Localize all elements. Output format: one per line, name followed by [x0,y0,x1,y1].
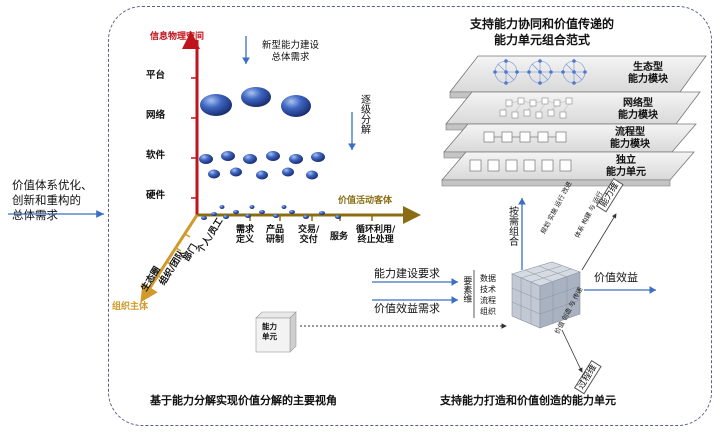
vertical-axis-title: 信息物理空间 [150,32,205,42]
paradigm-title: 支持能力协同和价值传递的 能力单元组合范式 [470,17,615,47]
sphere-cluster-software [199,151,325,180]
bottom-left-caption: 基于能力分解实现价值分解的主要视角 [150,394,337,407]
level-platform: 平台 [146,70,166,81]
activity-recycle: 循环利用/ 终止处理 [356,225,396,246]
combine-label: 按需组合 [506,206,518,246]
new-requirement-label: 新型能力建设 总体需求 [262,40,320,63]
activity-product: 产品 研制 [266,225,285,246]
capability-unit-box [255,311,297,353]
layer-process-label: 流程型 能力模块 [610,127,650,150]
value-requirement-label: 价值效益需求 [374,302,440,315]
capability-cube [511,261,581,329]
level-software: 软件 [146,150,166,161]
bottom-right-caption: 支持能力打造和价值创造的能力单元 [440,394,616,407]
diagonal-axis-line [140,214,199,303]
paradigm-layers [441,55,707,187]
layer-network-label: 网络型 能力模块 [618,98,658,121]
diagram-frame [108,6,712,426]
elements-dim-label: 要素维 [461,276,472,303]
activity-trade: 交易/ 交付 [298,225,320,246]
level-hardware: 硬件 [146,190,166,201]
sphere-cluster-hardware [201,205,341,220]
unit-label: 能力 单元 [262,322,277,341]
level-network: 网络 [146,110,166,121]
left-title: 价值体系优化、 创新和重构的 总体需求 [12,178,93,222]
diagonal-axis-title: 组织主体 [112,302,149,312]
value-benefit-label: 价值效益 [594,271,638,284]
activity-service: 服务 [330,232,349,242]
horizontal-axis-title: 价值活动客体 [338,196,393,206]
layer-independent-label: 独立 能力单元 [606,155,646,178]
activity-demand: 需求 定义 [236,225,255,246]
layer-ecosystem-label: 生态型 能力模块 [628,62,668,85]
elements-list: 数据 技术 流程 组织 [480,274,496,316]
build-requirement-label: 能力建设要求 [374,267,440,280]
decompose-label: 逐级分解 [358,94,370,134]
sphere-cluster-platform [200,87,311,117]
